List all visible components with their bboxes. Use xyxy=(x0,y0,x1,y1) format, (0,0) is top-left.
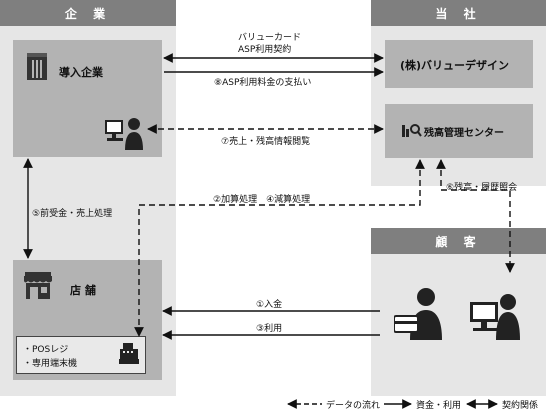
sales-view-label: ⑦売上・残高情報閲覧 xyxy=(221,137,311,147)
add-sub-arrow xyxy=(134,159,425,337)
balance-inquiry-label: ⑥残高・履歴照会 xyxy=(446,183,518,193)
balance-center-icon xyxy=(402,122,422,141)
value-design-box: (株)バリューデザイン xyxy=(385,40,533,88)
balance-center-label: 残高管理センター xyxy=(424,128,504,139)
store-label: 店 舗 xyxy=(70,284,96,297)
fee-label: ⑧ASP利用料金の支払い xyxy=(214,78,312,88)
company-label: 導入企業 xyxy=(59,66,103,79)
our-company-header: 当 社 xyxy=(371,0,546,26)
person-computer-icon xyxy=(105,116,145,154)
balance-center-box: 残高管理センター xyxy=(385,104,533,158)
company-box: 導入企業 xyxy=(13,40,162,157)
building-icon xyxy=(25,52,49,84)
balance-inquiry-arrow xyxy=(436,159,515,273)
contract-label-2: ASP利用契約 xyxy=(238,45,292,55)
person-computer-icon xyxy=(470,292,520,344)
contract-label-1: バリューカード xyxy=(238,33,302,43)
company-header: 企 業 xyxy=(0,0,176,26)
deposit-label: ①入金 xyxy=(256,300,283,310)
shop-icon xyxy=(23,272,53,304)
add-sub-label: ②加算処理 ④減算処理 xyxy=(213,195,311,205)
prepay-label: ⑤前受金・売上処理 xyxy=(32,209,113,219)
use-label: ③利用 xyxy=(256,324,283,334)
store-terminal-box: ・POSレジ ・専用端末機 xyxy=(16,336,146,374)
legend-contract-label: 契約関係 xyxy=(502,401,539,411)
value-design-label: (株)バリューデザイン xyxy=(400,59,510,72)
cash-register-icon xyxy=(119,343,139,369)
legend-money-label: 資金・利用 xyxy=(416,401,462,411)
dedicated-terminal-label: ・専用端末機 xyxy=(23,359,78,369)
legend-data-label: データの流れ xyxy=(326,401,381,411)
pos-register-label: ・POSレジ xyxy=(23,345,69,355)
